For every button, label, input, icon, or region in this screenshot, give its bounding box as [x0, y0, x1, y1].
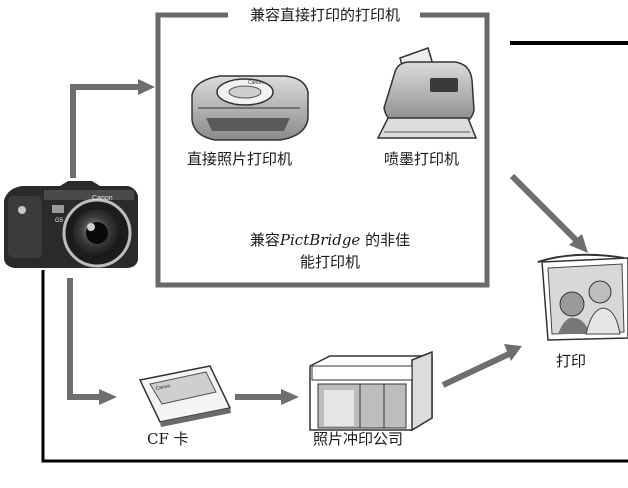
- print-label: 打印: [556, 352, 587, 370]
- pictbridge-suffix: 的非佳: [360, 231, 411, 249]
- pictbridge-brand: PictBridge: [279, 231, 361, 249]
- cf-card-label: CF 卡: [147, 430, 189, 448]
- arrow-cf-to-lab: [235, 389, 299, 405]
- printed-photos-illustration: [537, 253, 628, 341]
- photo-lab-label: 照片冲印公司: [313, 430, 404, 448]
- pictbridge-printers-label: 兼容PictBridge 的非佳 能打印机: [230, 229, 430, 273]
- pictbridge-prefix: 兼容: [249, 231, 280, 249]
- flow-arrows: [67, 79, 588, 405]
- arrow-camera-to-cf-card: [67, 278, 117, 405]
- direct-photo-printer-label: 直接照片打印机: [187, 150, 293, 168]
- svg-text:Canon: Canon: [92, 195, 113, 202]
- arrow-lab-to-print: [441, 344, 522, 388]
- svg-text:Canon: Canon: [155, 383, 171, 392]
- compatible-printers-title: 兼容直接打印的打印机: [232, 6, 418, 24]
- direct-photo-printer-illustration: Canon: [191, 75, 309, 141]
- svg-text:Canon: Canon: [248, 80, 263, 86]
- camera-illustration: Canon G5: [4, 181, 138, 268]
- arrow-camera-to-printers: [70, 79, 155, 178]
- direct-path-line: [41, 270, 628, 463]
- svg-text:G5: G5: [55, 218, 64, 224]
- compatible-printers-frame: [155, 12, 490, 288]
- pictbridge-line2: 能打印机: [299, 253, 360, 271]
- cf-card-illustration: Canon: [138, 365, 232, 427]
- inkjet-printer-illustration: [376, 47, 478, 139]
- photo-lab-illustration: [309, 350, 433, 432]
- arrow-printers-to-print: [509, 173, 588, 253]
- inkjet-printer-label: 喷墨打印机: [384, 150, 460, 168]
